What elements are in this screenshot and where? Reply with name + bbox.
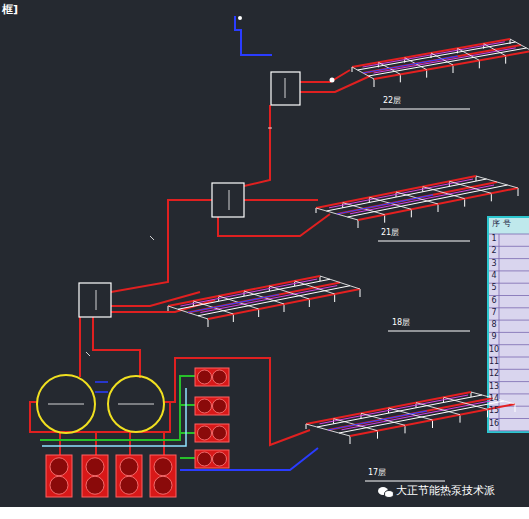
storage-tank — [37, 375, 164, 433]
table-cell: 9 — [491, 333, 496, 342]
wechat-icon — [378, 487, 394, 498]
pipework — [30, 16, 370, 470]
table-cell: 8 — [491, 321, 496, 330]
table-cell: 7 — [491, 309, 496, 318]
water-box — [79, 72, 300, 317]
watermark: 大正节能热泵技术派 — [396, 485, 495, 497]
heat-pump-units — [46, 368, 229, 497]
floor-label: 17层 — [368, 469, 386, 478]
tank-marks — [48, 404, 154, 405]
table-cell: 6 — [491, 297, 496, 306]
table-cell: 16 — [489, 420, 499, 429]
table-cell: 10 — [489, 346, 499, 355]
table-cell: 12 — [489, 370, 499, 379]
floor-label: 18层 — [392, 319, 410, 328]
table-cell: 2 — [491, 247, 496, 256]
table-cell: 1 — [491, 235, 496, 244]
table-grid — [489, 234, 529, 431]
table-cell: 13 — [489, 383, 499, 392]
label-underline — [365, 109, 470, 481]
box-marks — [86, 78, 285, 356]
floor-label: 21层 — [381, 229, 399, 238]
floor-label: 22层 — [383, 97, 401, 106]
frame-title-fragment: 框] — [2, 4, 18, 16]
table-header: 序 号 — [492, 220, 511, 229]
table-cell: 4 — [491, 272, 496, 281]
table-cell: 15 — [489, 407, 499, 416]
table-cell: 11 — [489, 358, 499, 367]
table-cell: 5 — [491, 284, 496, 293]
solar-collector-arrays — [168, 39, 529, 444]
table-cell: 3 — [491, 260, 496, 269]
schedule-table — [488, 217, 529, 432]
cad-background — [0, 0, 529, 507]
table-cell: 14 — [489, 395, 499, 404]
